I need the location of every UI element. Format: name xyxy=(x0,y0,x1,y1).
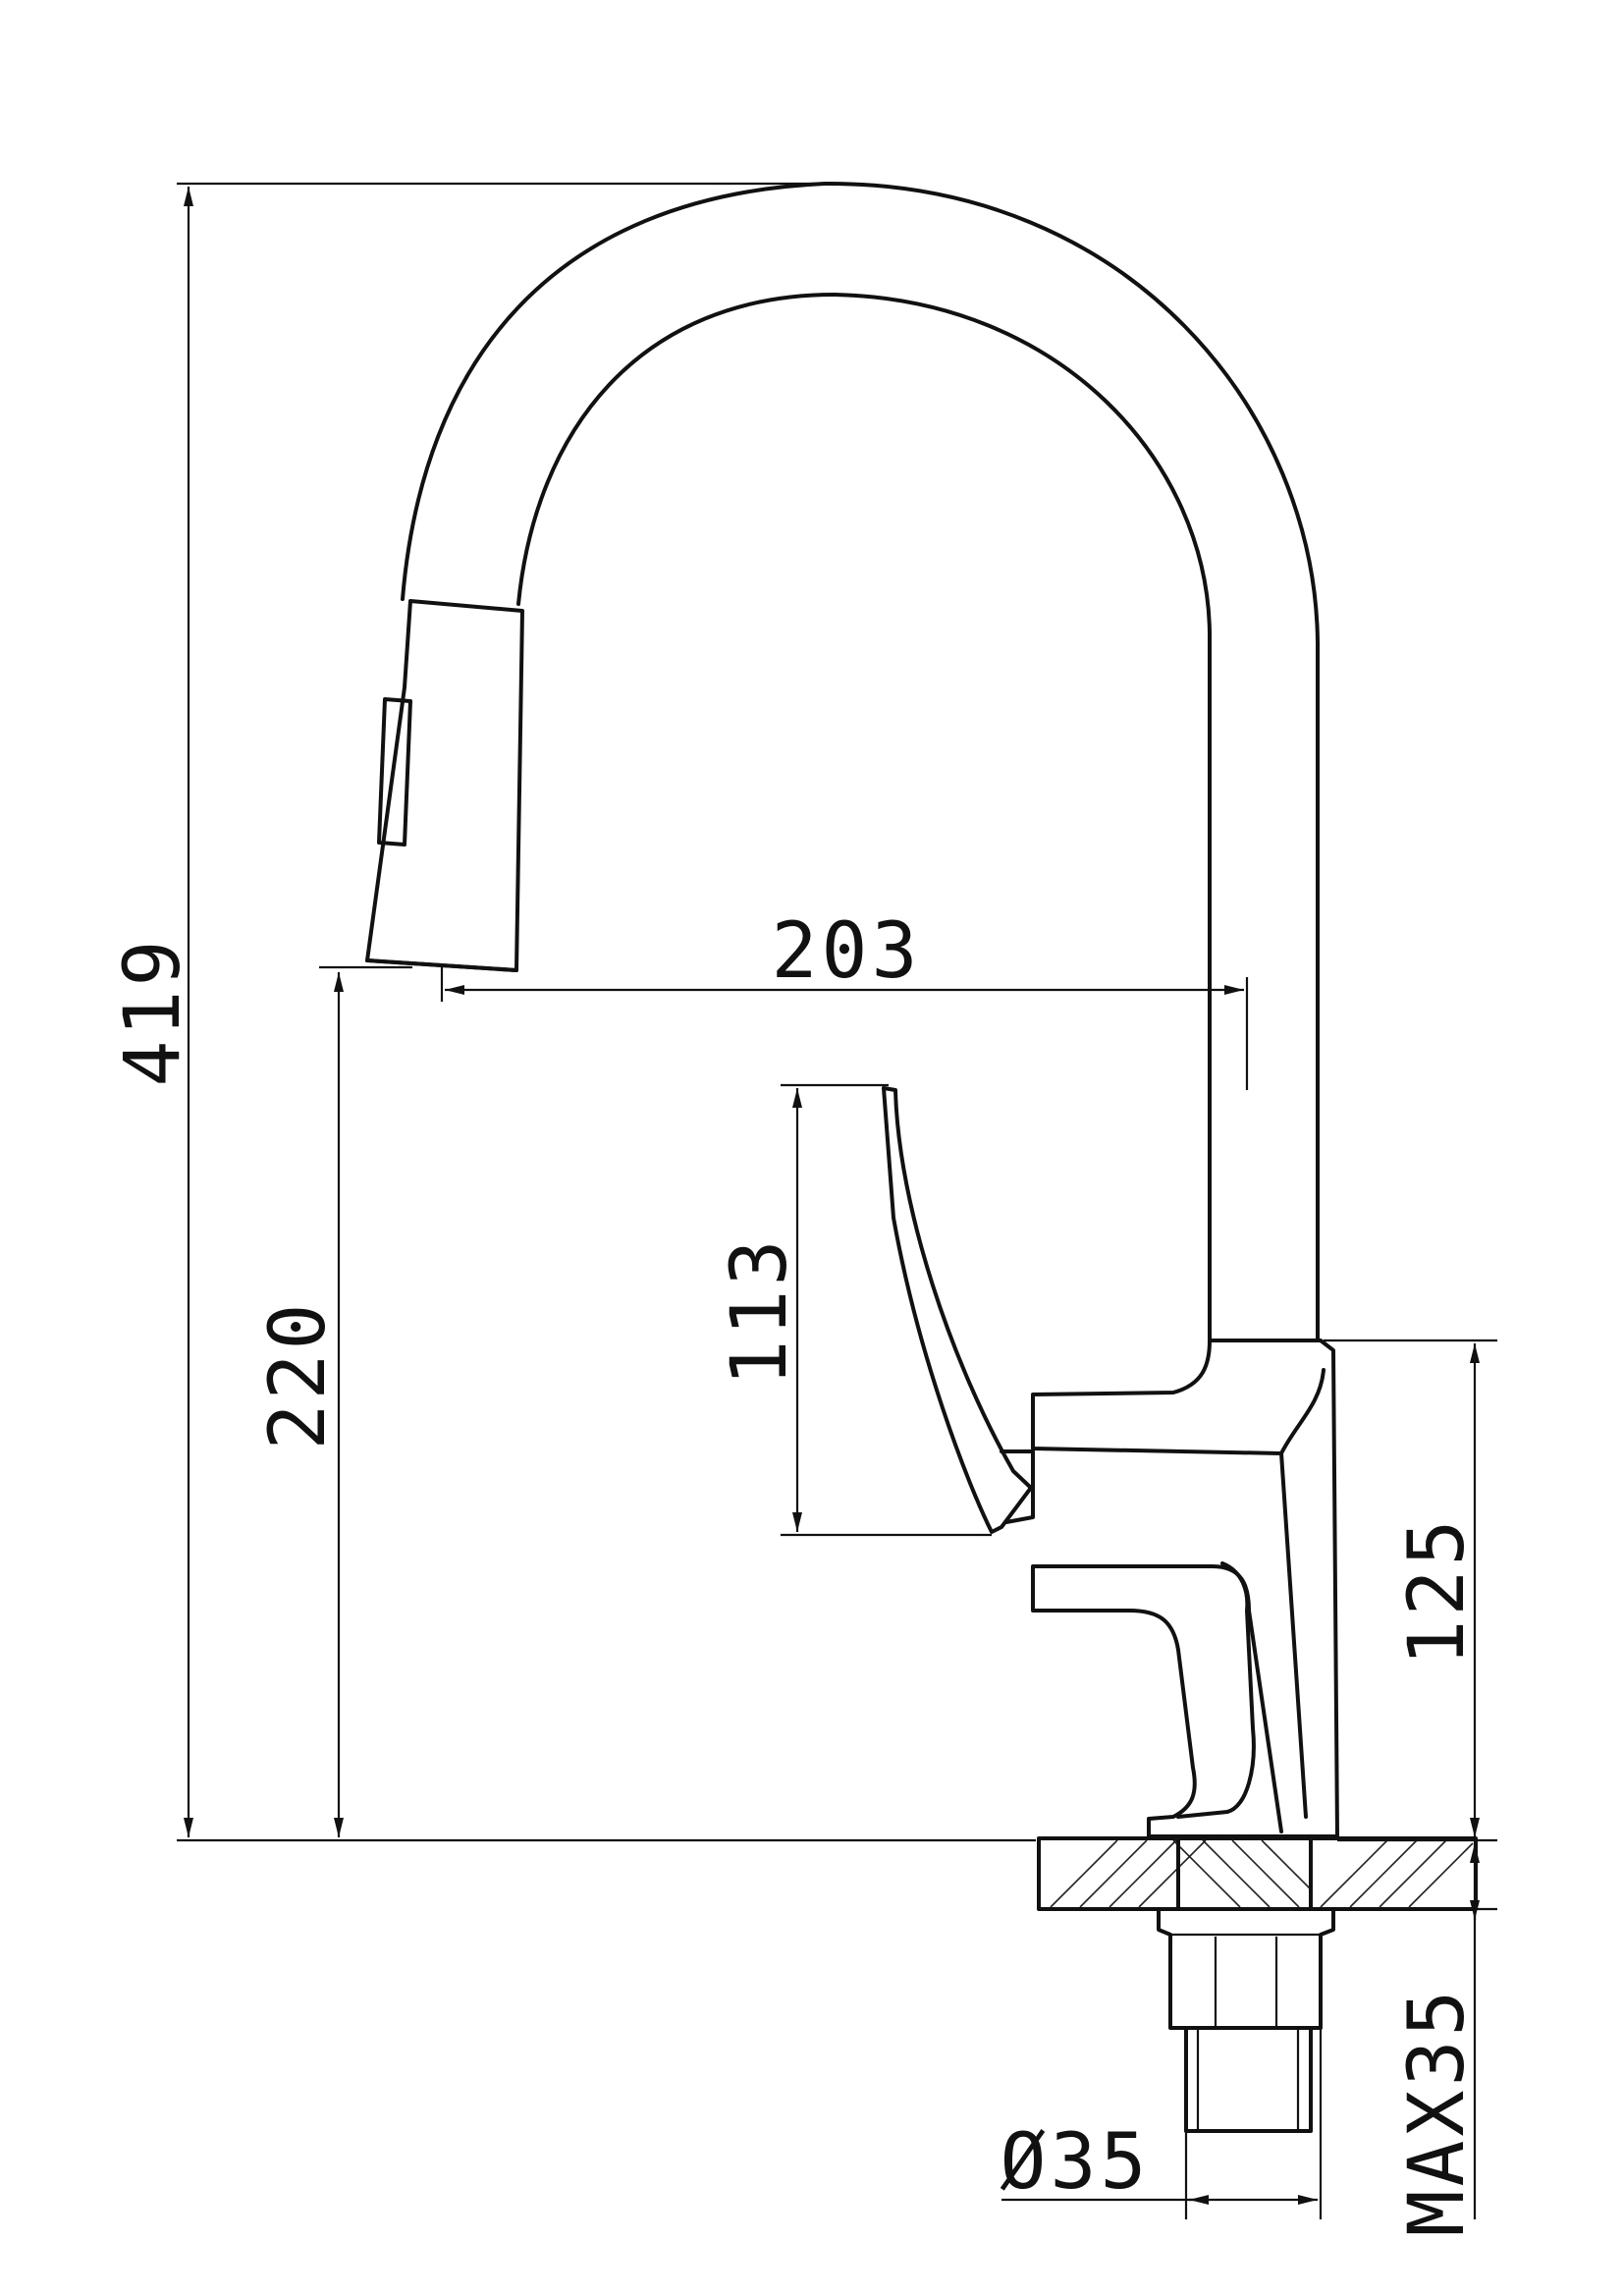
spray-head-tip xyxy=(365,958,518,972)
label-max-counter-thickness: MAX35 xyxy=(1393,1987,1482,2237)
label-body-height: 125 xyxy=(1393,1516,1482,1667)
handle-lever xyxy=(882,1086,1033,1534)
dimension-lines xyxy=(177,182,1497,2219)
label-shank-diameter: Ø35 xyxy=(1001,2118,1151,2207)
faucet-outline xyxy=(365,181,1478,2133)
handle-pivot xyxy=(1000,1449,1035,1524)
valve-body-upper xyxy=(1031,1339,1325,1455)
spray-button xyxy=(377,697,412,847)
spout-inner-arc xyxy=(516,293,1212,1342)
valve-body-front-edge xyxy=(1279,1451,1308,1819)
label-spout-reach: 203 xyxy=(772,907,922,996)
spray-head xyxy=(365,599,524,972)
countertop-section xyxy=(1037,1836,1478,1911)
label-spout-height: 220 xyxy=(254,1300,343,1450)
spout-outer-arc xyxy=(401,181,1320,1342)
countertop-hatching xyxy=(1050,1839,1474,1908)
label-handle-height: 113 xyxy=(716,1236,804,1387)
label-total-height: 419 xyxy=(109,937,197,1087)
mounting-nut xyxy=(1157,1907,1335,2030)
valve-body-lower-curve xyxy=(1176,1561,1256,1819)
threaded-shank xyxy=(1184,2026,1313,2133)
dimension-labels: 419 220 203 113 125 MAX35 Ø35 xyxy=(109,907,1482,2236)
